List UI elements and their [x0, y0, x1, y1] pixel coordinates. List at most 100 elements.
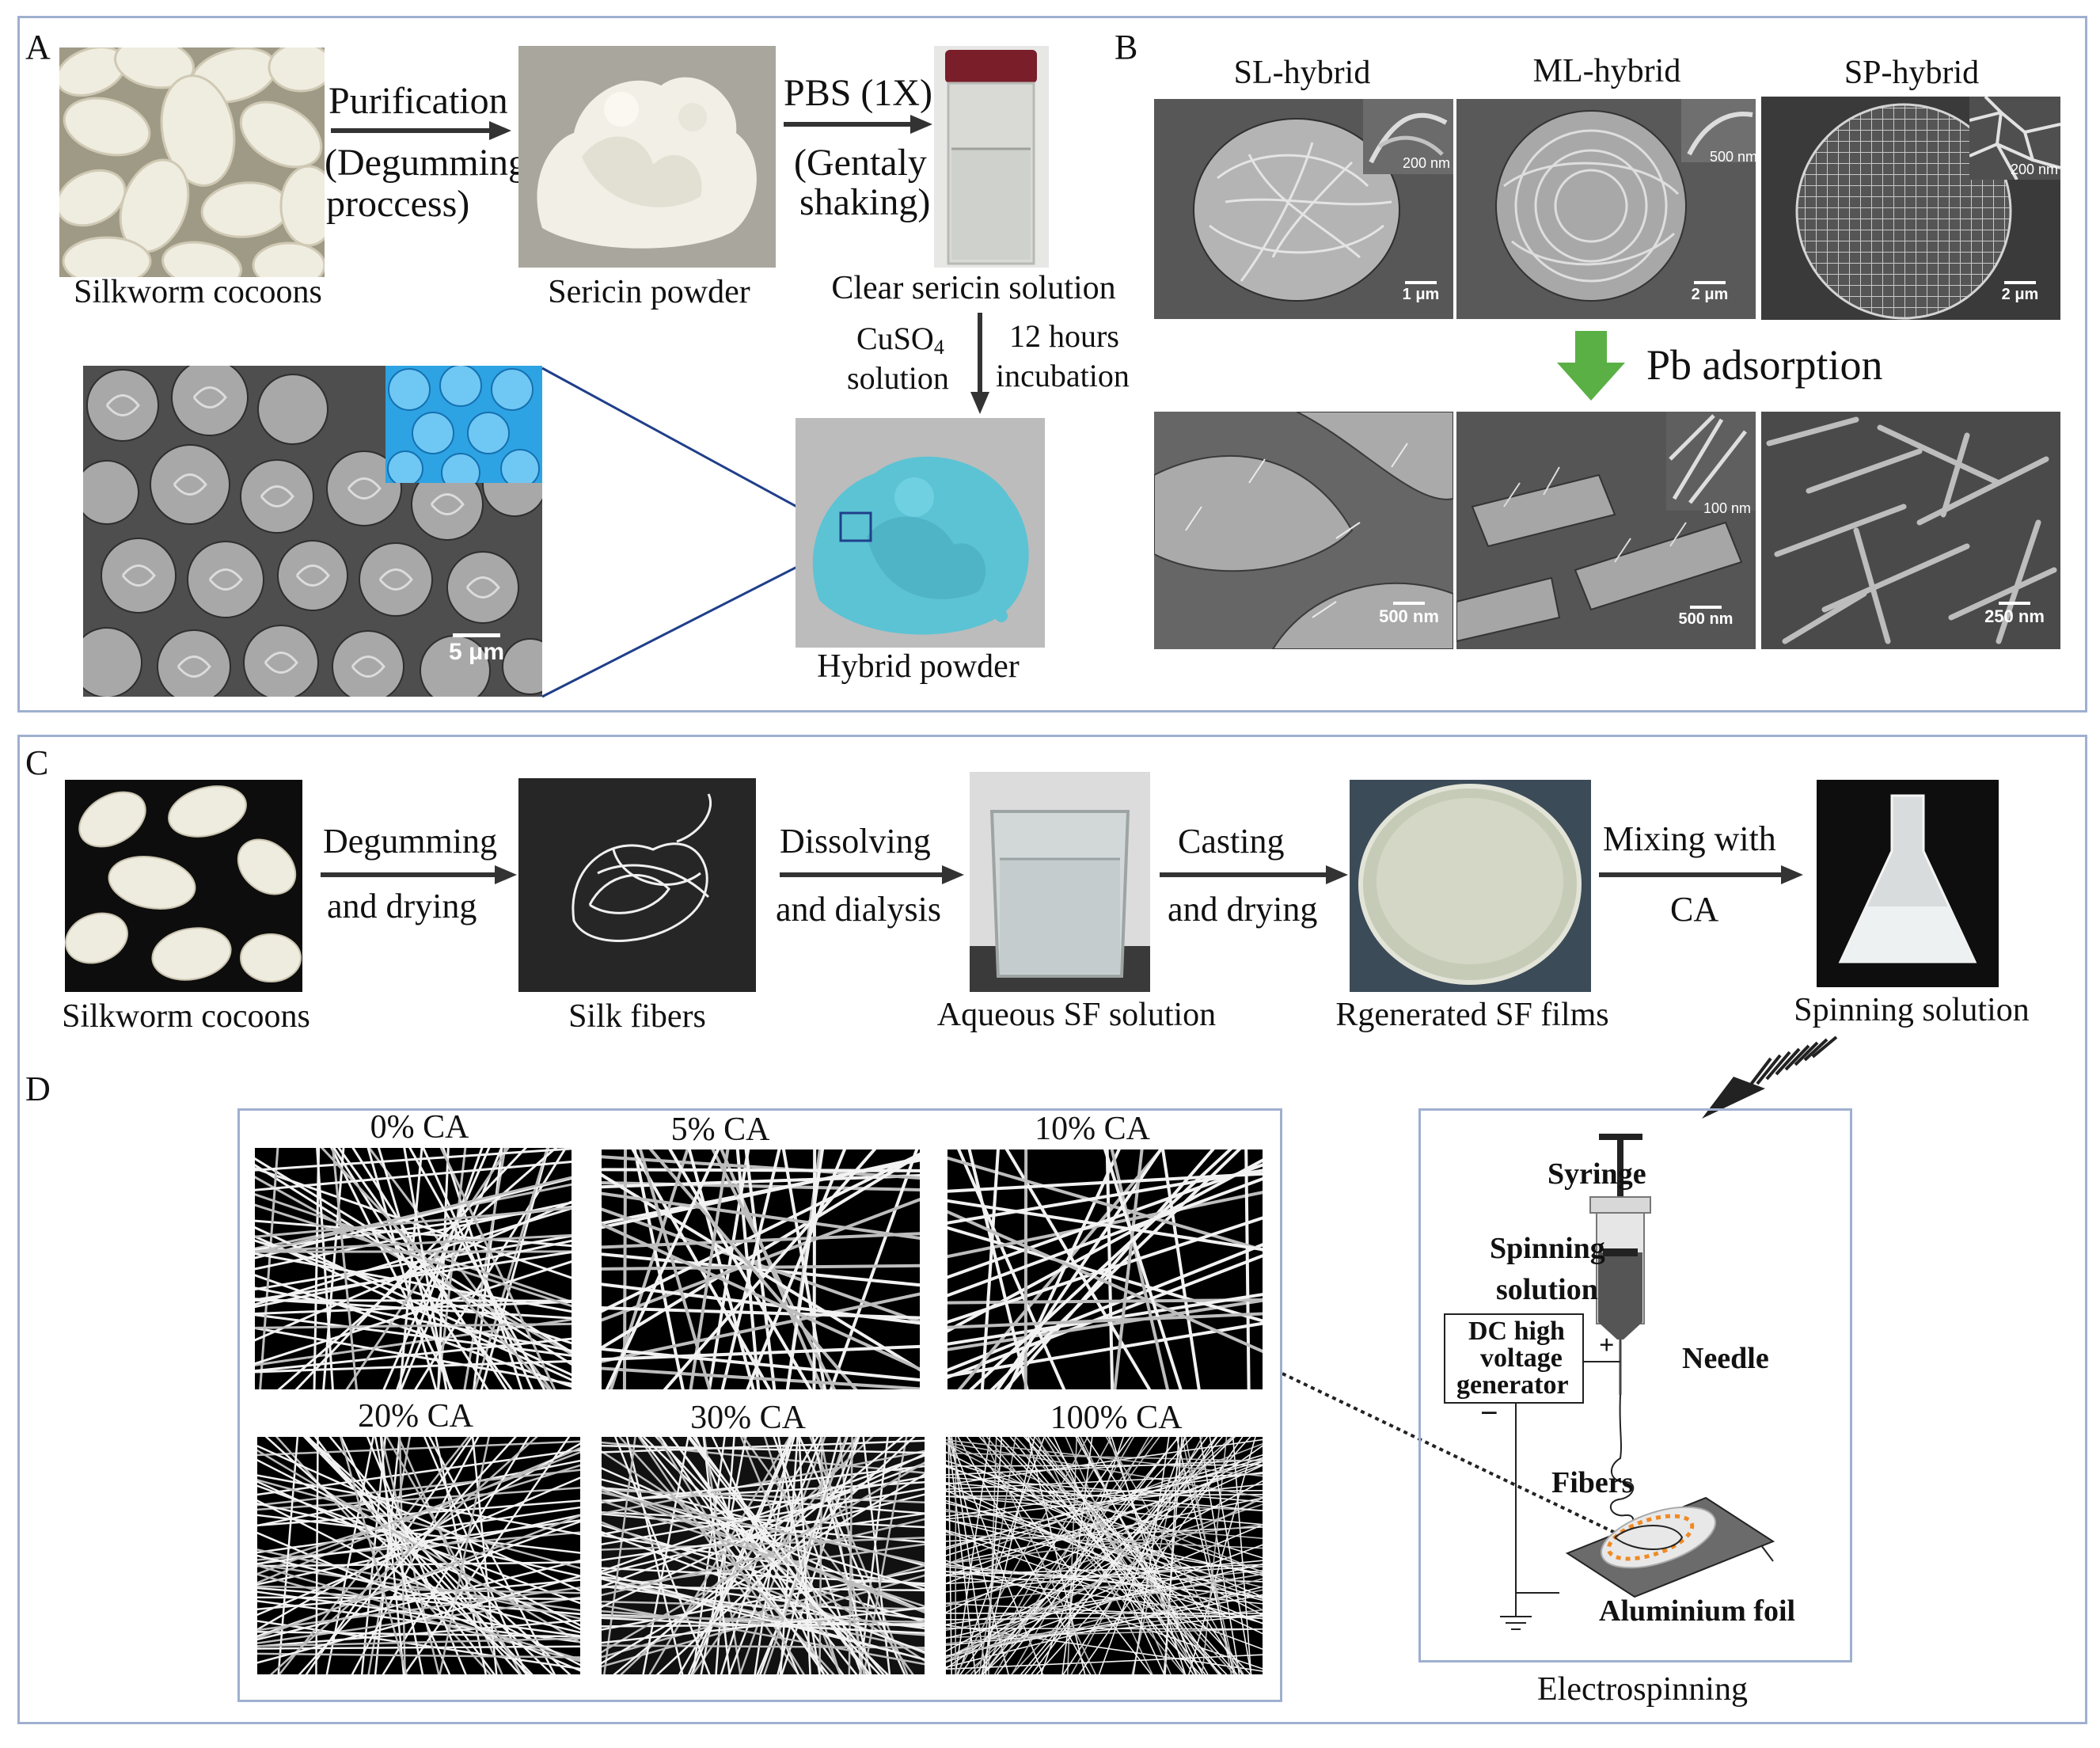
fiber-strand — [351, 1148, 508, 1389]
fiber-strand — [946, 1439, 1263, 1477]
fiber-strand — [957, 1150, 1066, 1389]
fiber-strand — [981, 1437, 1035, 1674]
cocoons-photo-a — [59, 48, 325, 277]
fiber-image-100 — [946, 1437, 1263, 1674]
fiber-strand — [978, 1437, 1202, 1674]
fiber-strand — [1199, 1437, 1240, 1674]
fiber-strand — [829, 1150, 919, 1389]
label-20-ca: 20% CA — [358, 1398, 473, 1434]
caption-electrospinning: Electrospinning — [1537, 1671, 1748, 1708]
fiber-strand — [946, 1482, 1263, 1635]
fiber-strand — [656, 1437, 805, 1674]
fiber-strand — [602, 1461, 925, 1654]
fiber-image-10 — [947, 1150, 1263, 1389]
fiber-strand — [678, 1437, 819, 1674]
fiber-strand — [255, 1148, 572, 1172]
fiber-strand — [727, 1437, 823, 1674]
fiber-strand — [947, 1437, 952, 1674]
fiber-strand — [602, 1366, 920, 1389]
step-purification: Purification — [328, 80, 508, 122]
fiber-strand — [974, 1437, 1194, 1674]
fiber-strand — [985, 1437, 1186, 1674]
fiber-strand — [257, 1561, 580, 1568]
fiber-image-30 — [602, 1437, 925, 1674]
fiber-strand — [602, 1462, 925, 1588]
fiber-strand — [1077, 1437, 1204, 1674]
fiber-strand — [967, 1150, 1029, 1389]
fiber-strand — [982, 1437, 1096, 1674]
step-mixing: Mixing with — [1603, 819, 1776, 858]
fiber-strand — [1034, 1437, 1220, 1674]
inset-sl-hybrid — [1363, 99, 1453, 174]
fiber-strand — [798, 1437, 811, 1674]
caption-sericin-powder: Sericin powder — [548, 274, 750, 310]
fiber-strand — [602, 1606, 925, 1644]
step-ca: CA — [1670, 890, 1719, 929]
fiber-strand — [715, 1437, 735, 1674]
fiber-strand — [602, 1450, 925, 1662]
label-needle: Needle — [1682, 1342, 1769, 1375]
fiber-strand — [947, 1216, 1263, 1324]
fiber-strand — [968, 1150, 1233, 1389]
fiber-image-0 — [255, 1148, 572, 1389]
label-12-hours: 12 hours — [1009, 318, 1119, 354]
fiber-strand — [340, 1437, 451, 1674]
fiber-strand — [257, 1575, 580, 1664]
label-100-ca: 100% CA — [1050, 1400, 1183, 1436]
label-pb-adsorption: Pb adsorption — [1646, 341, 1883, 389]
label-dc2: voltage — [1480, 1343, 1563, 1373]
fiber-image-5 — [602, 1150, 920, 1389]
fiber-strand — [946, 1438, 1263, 1486]
scale-sl-top: 1 μm — [1389, 281, 1453, 304]
inset-sp-hybrid — [1969, 97, 2060, 180]
fiber-strand — [947, 1176, 1263, 1298]
fiber-strand — [602, 1489, 925, 1503]
scale-sp-bottom: 250 nm — [1971, 602, 2058, 627]
caption-hybrid-powder: Hybrid powder — [817, 648, 1020, 685]
inset-scale-sp: 200 nm — [2011, 162, 2059, 177]
step-shaking: shaking) — [799, 181, 931, 223]
fiber-strand — [275, 1437, 492, 1674]
fiber-strand — [711, 1150, 837, 1389]
fiber-strand — [298, 1437, 517, 1674]
hybrid-powder-photo — [796, 418, 1045, 648]
fiber-strand — [947, 1243, 1263, 1372]
fiber-strand — [946, 1482, 1263, 1512]
fiber-strand — [998, 1437, 1228, 1674]
title-ml-hybrid: ML-hybrid — [1532, 53, 1681, 89]
fiber-strand — [1053, 1437, 1165, 1674]
fiber-strand — [602, 1537, 925, 1551]
fiber-strand — [1164, 1437, 1179, 1674]
fiber-strand — [255, 1176, 572, 1260]
fiber-strand — [257, 1559, 580, 1641]
fiber-strand — [255, 1322, 572, 1329]
fiber-strand — [777, 1437, 821, 1674]
fiber-strand — [257, 1645, 580, 1650]
fiber-strand — [1175, 1437, 1235, 1674]
label-dc3: generator — [1456, 1370, 1569, 1400]
caption-silk-fibers: Silk fibers — [568, 998, 706, 1035]
label-cuso4: CuSO4 — [856, 321, 944, 359]
fiber-strand — [1037, 1437, 1153, 1674]
fiber-strand — [1029, 1437, 1238, 1674]
fiber-strand — [257, 1449, 580, 1496]
fiber-strand — [257, 1451, 580, 1575]
fiber-strand — [946, 1465, 1263, 1613]
fiber-strand — [1015, 1437, 1236, 1674]
title-sl-hybrid: SL-hybrid — [1233, 55, 1371, 91]
label-solution: solution — [847, 360, 949, 396]
fiber-strand — [602, 1439, 925, 1454]
fiber-strand — [702, 1437, 731, 1674]
inset-blue-hybrid — [385, 366, 542, 483]
fiber-strand — [687, 1437, 792, 1674]
caption-aqueous-sf: Aqueous SF solution — [936, 997, 1217, 1033]
fiber-strand — [257, 1637, 580, 1647]
step-dialysis: and dialysis — [776, 890, 941, 929]
fiber-strand — [269, 1437, 538, 1674]
fiber-strand — [700, 1437, 747, 1674]
fiber-strand — [1113, 1150, 1144, 1389]
fiber-strand — [602, 1444, 925, 1454]
fiber-strand — [398, 1437, 406, 1674]
fiber-strand — [946, 1614, 1263, 1646]
fiber-strand — [947, 1210, 1263, 1354]
